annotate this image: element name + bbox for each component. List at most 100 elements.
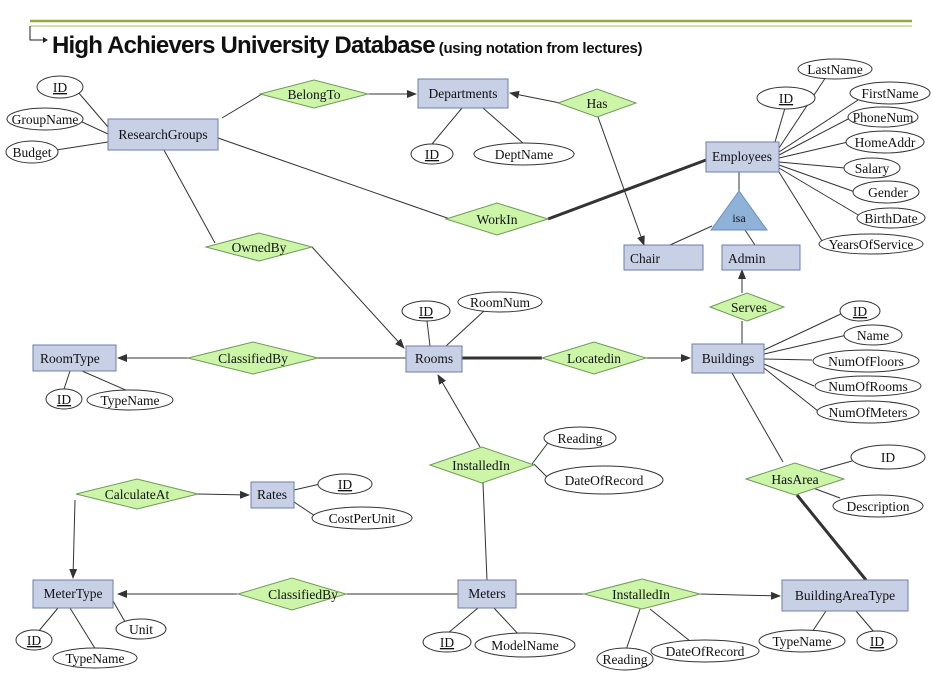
relationship-owned-by[interactable]: OwnedBy [204,232,314,262]
title-main: High Achievers University Database [52,32,436,59]
attribute-label: FirstName [862,86,919,101]
attribute-label: Salary [855,161,890,176]
relationship-serves[interactable]: Serves [708,292,786,322]
attribute-dept-name[interactable]: DeptName [473,142,575,166]
attribute-bat-id[interactable]: ID [856,630,898,652]
relationship-label: BelongTo [287,87,340,102]
relationship-label: InstalledIn [452,458,510,473]
attribute-emp-id[interactable]: ID [756,86,816,110]
attribute-label: DateOfRecord [565,473,644,488]
attribute-emp-phone-num[interactable]: PhoneNum [847,106,919,128]
attribute-rg-group-name[interactable]: GroupName [6,107,84,131]
relationship-has[interactable]: Has [556,88,638,118]
attribute-emp-home-addr[interactable]: HomeAddr [845,130,925,154]
relationship-classified-by-meter[interactable]: ClassifiedBy [236,577,348,611]
attribute-label: NumOfRooms [828,379,908,394]
relationship-installed-in-rooms[interactable]: InstalledIn [428,446,536,484]
entity-label: Rooms [415,351,453,366]
attribute-label: Reading [603,652,648,667]
entity-label: MeterType [43,586,102,601]
attribute-bld-num-meters[interactable]: NumOfMeters [816,400,920,424]
entity-label: Rates [257,487,287,502]
relationship-classified-by-room[interactable]: ClassifiedBy [187,341,319,375]
relationship-calculate-at[interactable]: CalculateAt [75,478,199,510]
entity-admin[interactable]: Admin [721,244,801,271]
isa-triangle[interactable]: isa [710,190,768,231]
attribute-label: PhoneNum [853,110,914,125]
attribute-roomtype-id[interactable]: ID [45,388,83,410]
entity-research-groups[interactable]: ResearchGroups [107,118,219,151]
attribute-label: ID [853,304,867,319]
relationship-located-in[interactable]: Locatedin [540,341,648,375]
attribute-room-num[interactable]: RoomNum [457,291,543,313]
attribute-dept-id[interactable]: ID [410,143,454,165]
entity-label: Meters [468,586,506,601]
title-subtitle: (using notation from lectures) [438,40,643,57]
entity-label: Chair [630,251,660,266]
attribute-rates-cost-per-unit[interactable]: CostPerUnit [311,506,413,530]
attribute-label: ModelName [491,638,558,653]
attribute-bld-name[interactable]: Name [843,324,903,346]
attribute-meter-id[interactable]: ID [422,631,472,653]
entity-rates[interactable]: Rates [250,481,295,509]
attribute-label: ID [338,477,352,492]
connectors [37,76,875,651]
attribute-label: Budget [13,145,52,160]
attribute-rates-id[interactable]: ID [317,473,373,495]
attribute-emp-salary[interactable]: Salary [843,157,901,179]
attribute-label: DateOfRecord [666,644,745,659]
relationship-has-area[interactable]: HasArea [744,462,846,496]
relationship-label: Has [587,96,608,111]
attribute-label: ID [881,450,895,465]
attribute-bi-date-of-record[interactable]: DateOfRecord [650,639,760,663]
relationship-label: Serves [731,300,767,315]
attribute-emp-years-of-service[interactable]: YearsOfService [818,233,924,255]
attribute-area-description[interactable]: Description [832,494,924,518]
title-rules [29,19,912,43]
entity-chair[interactable]: Chair [623,244,704,271]
relationship-belong-to[interactable]: BelongTo [258,79,370,109]
entity-building-area-type[interactable]: BuildingAreaType [781,579,909,612]
attribute-label: TypeName [65,651,124,666]
attribute-area-id[interactable]: ID [850,444,926,470]
attribute-bat-type-name[interactable]: TypeName [758,629,846,653]
attribute-meter-model-name[interactable]: ModelName [474,632,576,658]
attribute-rg-budget[interactable]: Budget [5,140,59,164]
entity-buildings[interactable]: Buildings [691,343,765,374]
relationship-label: ClassifiedBy [268,587,338,602]
diagram-title: High Achievers University Database(using… [52,32,643,60]
attribute-emp-first-name[interactable]: FirstName [849,81,931,105]
attribute-inst-date-of-record[interactable]: DateOfRecord [544,465,664,495]
attribute-label: Name [857,328,889,343]
entity-label: Buildings [702,351,755,366]
entity-room-type[interactable]: RoomType [32,344,117,372]
attribute-mt-type-name[interactable]: TypeName [52,647,138,669]
attribute-label: YearsOfService [829,237,914,252]
attribute-bld-id[interactable]: ID [839,300,881,322]
attribute-bld-num-rooms[interactable]: NumOfRooms [814,375,922,397]
attribute-room-id[interactable]: ID [401,300,451,322]
attribute-inst-reading[interactable]: Reading [543,426,617,450]
relationship-installed-in-building[interactable]: InstalledIn [582,578,702,610]
entity-meters[interactable]: Meters [457,579,517,609]
entity-rooms[interactable]: Rooms [405,345,463,373]
attribute-mt-unit[interactable]: Unit [115,618,167,640]
attribute-emp-last-name[interactable]: LastName [797,58,873,80]
attribute-label: ID [57,392,71,407]
relationship-work-in[interactable]: WorkIn [444,202,550,236]
attribute-label: Gender [868,185,908,200]
attribute-emp-birth-date[interactable]: BirthDate [856,207,926,229]
attribute-emp-gender[interactable]: Gender [852,180,920,204]
entity-label: Departments [429,86,498,101]
entity-meter-type[interactable]: MeterType [32,579,114,609]
relationship-label: InstalledIn [612,587,670,602]
attribute-roomtype-name[interactable]: TypeName [86,389,174,411]
attribute-bld-num-floors[interactable]: NumOfFloors [812,349,920,373]
relationship-label: WorkIn [477,212,518,227]
attribute-bi-reading[interactable]: Reading [596,647,654,671]
attribute-mt-id[interactable]: ID [15,629,53,651]
entity-departments[interactable]: Departments [417,78,509,109]
attribute-rg-id[interactable]: ID [36,75,84,99]
entity-employees[interactable]: Employees [705,141,780,173]
